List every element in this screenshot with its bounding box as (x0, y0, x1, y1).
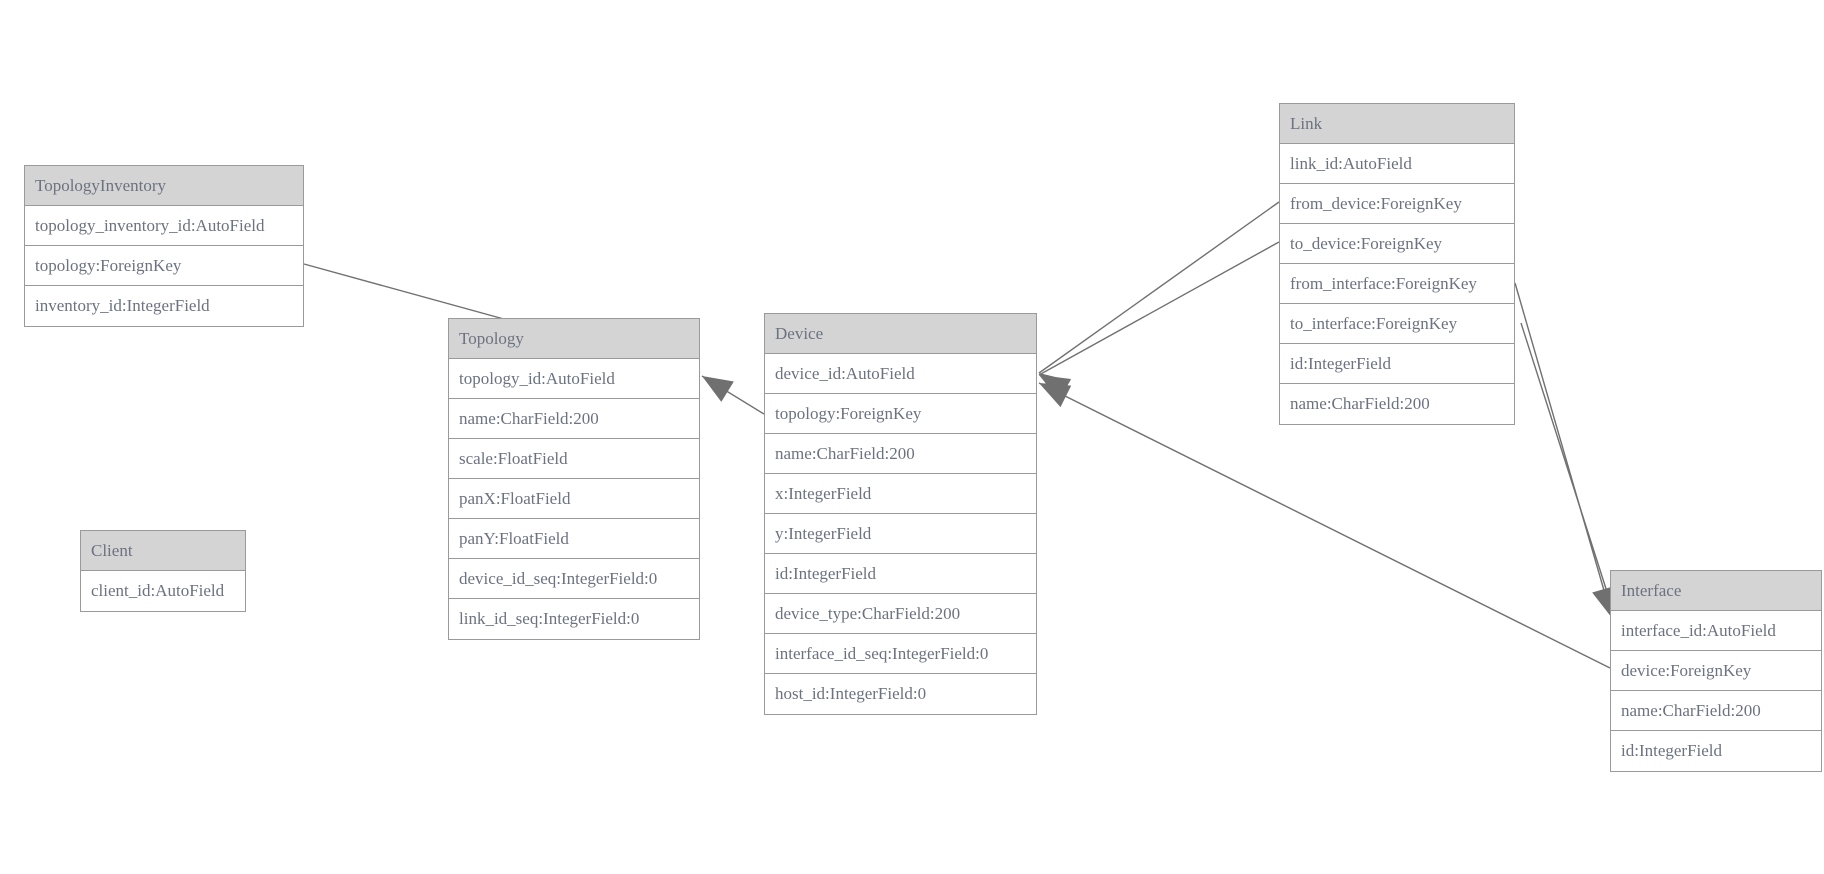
entity-field: id:IntegerField (1611, 731, 1821, 771)
entity-field: topology:ForeignKey (25, 246, 303, 286)
entity-field: client_id:AutoField (81, 571, 245, 611)
entity-field: name:CharField:200 (449, 399, 699, 439)
entity-field: from_interface:ForeignKey (1280, 264, 1514, 304)
entity-field: to_device:ForeignKey (1280, 224, 1514, 264)
entity-field: to_interface:ForeignKey (1280, 304, 1514, 344)
relation-device-to-topology (701, 375, 765, 415)
relation-arrowhead (1039, 373, 1071, 401)
entity-field: y:IntegerField (765, 514, 1036, 554)
entity-field: device:ForeignKey (1611, 651, 1821, 691)
entity-title-interface: Interface (1611, 571, 1821, 611)
entity-field: topology_inventory_id:AutoField (25, 206, 303, 246)
entity-field: host_id:IntegerField:0 (765, 674, 1036, 714)
entity-field: link_id_seq:IntegerField:0 (449, 599, 699, 639)
entity-field: topology:ForeignKey (765, 394, 1036, 434)
relation-arrowhead (702, 376, 734, 402)
entity-field: panX:FloatField (449, 479, 699, 519)
relation-link-from-device-to-device (1038, 201, 1280, 401)
entity-field: id:IntegerField (765, 554, 1036, 594)
entity-field: device_id_seq:IntegerField:0 (449, 559, 699, 599)
entity-field: name:CharField:200 (1280, 384, 1514, 424)
entity-title-device: Device (765, 314, 1036, 354)
entity-title-client: Client (81, 531, 245, 571)
relation-link-to-interface-to-interface (1520, 322, 1619, 621)
relation-interface-device-to-device (1038, 382, 1611, 669)
entity-field: name:CharField:200 (765, 434, 1036, 474)
entity-field: from_device:ForeignKey (1280, 184, 1514, 224)
entity-title-topology: Topology (449, 319, 699, 359)
entity-field: topology_id:AutoField (449, 359, 699, 399)
entity-field: device_type:CharField:200 (765, 594, 1036, 634)
entity-field: link_id:AutoField (1280, 144, 1514, 184)
entity-field: scale:FloatField (449, 439, 699, 479)
entity-field: interface_id:AutoField (1611, 611, 1821, 651)
relation-link-to-device-to-device (1038, 241, 1280, 401)
entity-field: panY:FloatField (449, 519, 699, 559)
entity-field: x:IntegerField (765, 474, 1036, 514)
entity-field: id:IntegerField (1280, 344, 1514, 384)
entity-field: interface_id_seq:IntegerField:0 (765, 634, 1036, 674)
entity-field: name:CharField:200 (1611, 691, 1821, 731)
relation-arrowhead (1039, 383, 1072, 408)
entity-field: device_id:AutoField (765, 354, 1036, 394)
relation-link-from-interface-to-interface (1514, 282, 1616, 619)
entity-field: inventory_id:IntegerField (25, 286, 303, 326)
relation-arrowhead (1039, 375, 1072, 401)
entity-title-topology_inventory: TopologyInventory (25, 166, 303, 206)
entity-title-link: Link (1280, 104, 1514, 144)
